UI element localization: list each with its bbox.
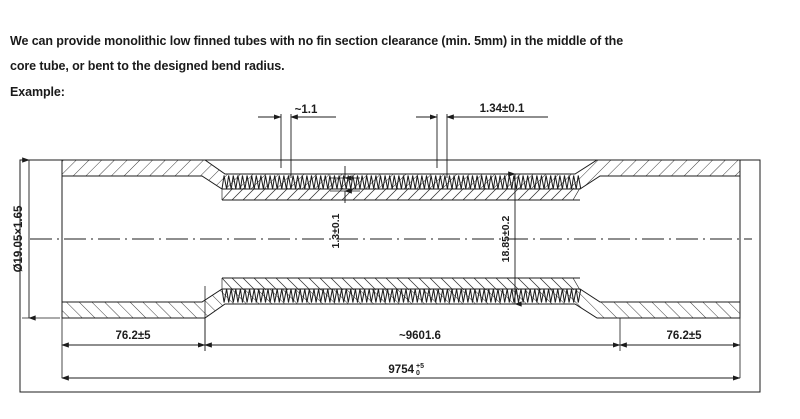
fin-thickness-label: 1.34±0.1	[480, 103, 525, 115]
total-length-upper-tolerance: +5	[416, 363, 424, 370]
fin-pitch-label: ~1.1	[295, 104, 318, 116]
total-length-lower-tolerance: 0	[416, 370, 420, 377]
fin-height-label: 1.3±0.1	[330, 213, 342, 248]
tube-spec-label: Ø19.05×1.65	[13, 205, 25, 272]
dimension-fin-height: 1.3±0.1	[330, 166, 360, 248]
fin-outer-diameter-label: 18.85±0.2	[500, 216, 512, 263]
finned-length-label: ~9601.6	[399, 330, 441, 342]
intro-line-3-example: Example:	[10, 84, 65, 99]
intro-line-2: core tube, or bent to the designed bend …	[10, 59, 285, 74]
intro-text-block: We can provide monolithic low finned tub…	[10, 32, 780, 108]
fin-band-hatch-top	[221, 187, 581, 201]
fin-band-hatch-bottom	[221, 277, 581, 291]
dimension-right-plain-end: 76.2±5	[619, 330, 741, 348]
intro-line-1: We can provide monolithic low finned tub…	[10, 34, 624, 48]
drawing-frame	[19, 159, 761, 393]
dimension-finned-length: ~9601.6	[204, 330, 621, 348]
dimension-total-length: 9754 +5 0	[61, 363, 741, 381]
dimension-fin-thickness: 1.34±0.1	[416, 103, 548, 178]
dimension-left-plain-end: 76.2±5	[61, 330, 206, 348]
dimension-fin-outer-diameter: 18.85±0.2	[500, 171, 530, 307]
left-plain-end-label: 76.2±5	[115, 330, 151, 342]
total-length-label: 9754	[388, 364, 414, 376]
right-plain-end-label: 76.2±5	[666, 330, 702, 342]
dimension-tube-spec: Ø19.05×1.65	[13, 157, 60, 321]
tube-inner-bore	[62, 175, 740, 303]
technical-drawing: ~1.1 1.34±0.1 Ø19.05×1.65	[0, 96, 800, 419]
dimension-fin-pitch: ~1.1	[258, 104, 336, 178]
